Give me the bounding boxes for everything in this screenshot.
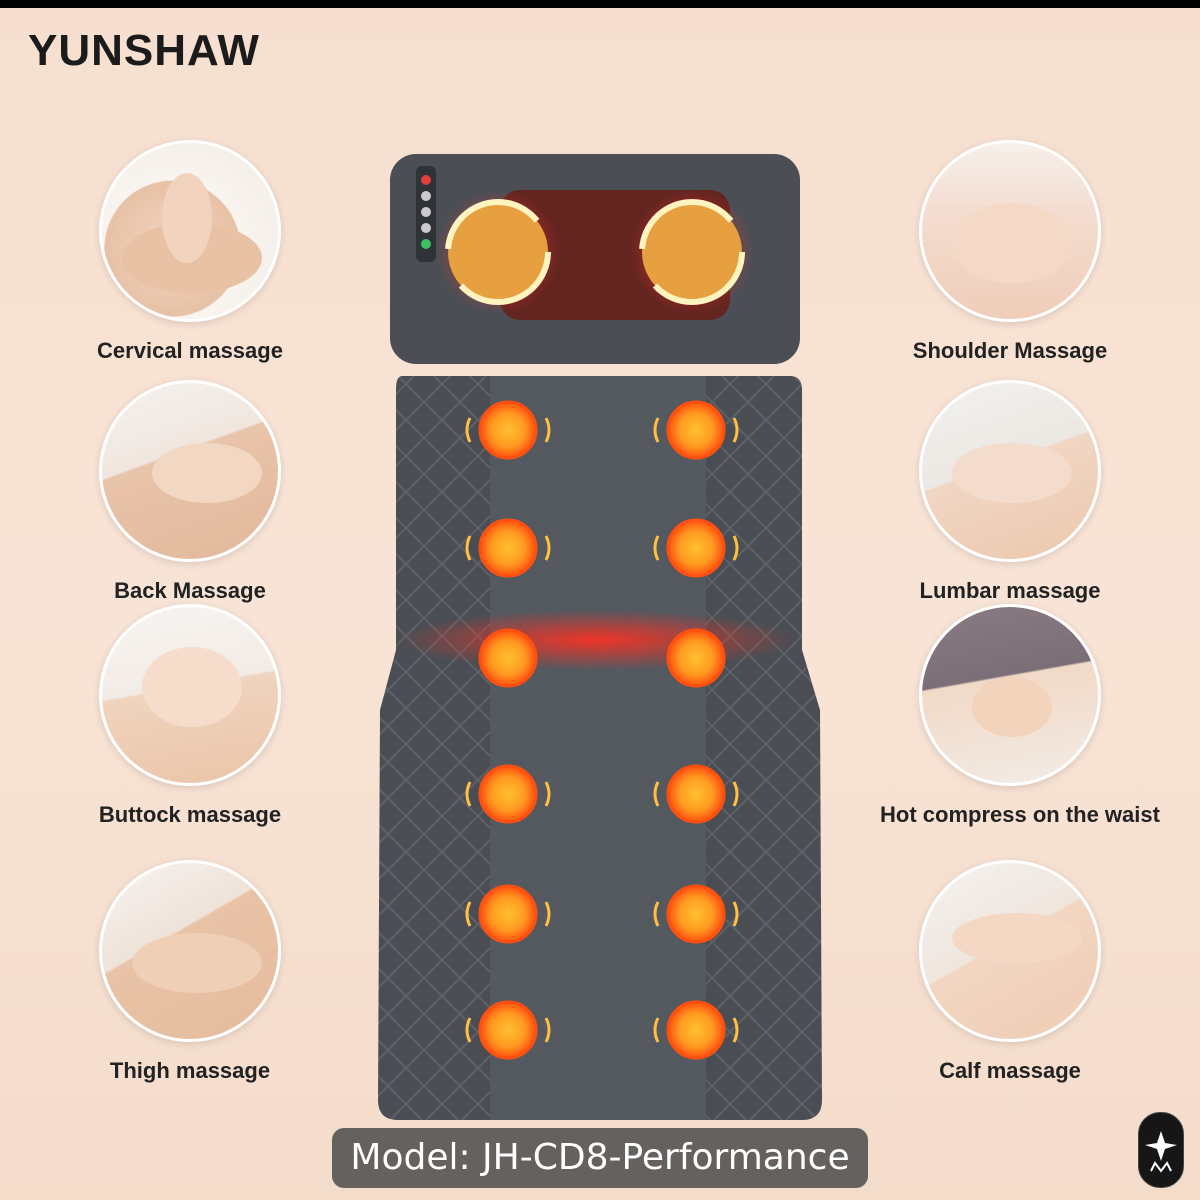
feature-buttock: Buttock massage: [60, 604, 320, 828]
brand-logo: YUNSHAW: [28, 26, 260, 75]
thigh-photo: [99, 860, 281, 1042]
right-roller: [642, 202, 742, 302]
feature-label: Buttock massage: [98, 802, 282, 827]
feature-lumbar: Lumbar massage: [880, 380, 1140, 604]
back-photo: [99, 380, 281, 562]
hot-compress-photo: [919, 604, 1101, 786]
vibration-nodes: [478, 400, 726, 1060]
feature-label: Thigh massage: [109, 1058, 271, 1083]
left-roller: [448, 202, 548, 302]
massage-mat: [370, 150, 830, 1130]
calf-photo: [919, 860, 1101, 1042]
feature-label: Back Massage: [114, 578, 266, 603]
feature-label: Shoulder Massage: [912, 338, 1108, 363]
lumbar-photo: [919, 380, 1101, 562]
top-bar: [0, 0, 1200, 8]
feature-thigh: Thigh massage: [60, 860, 320, 1084]
buttock-photo: [99, 604, 281, 786]
heat-strip: [396, 610, 796, 670]
feature-back: Back Massage: [60, 380, 320, 604]
feature-label: Hot compress on the waist: [880, 802, 1160, 827]
watermark-logo-icon: [1138, 1112, 1184, 1188]
cervical-photo: [99, 140, 281, 322]
feature-cervical: Cervical massage: [60, 140, 320, 364]
feature-label: Lumbar massage: [919, 578, 1101, 603]
feature-shoulder: Shoulder Massage: [880, 140, 1140, 364]
feature-label: Cervical massage: [97, 338, 283, 363]
shoulder-photo: [919, 140, 1101, 322]
feature-hot-compress: Hot compress on the waist: [880, 604, 1160, 828]
model-label: Model: JH-CD8-Performance: [332, 1128, 868, 1188]
feature-label: Calf massage: [939, 1058, 1081, 1083]
feature-calf: Calf massage: [880, 860, 1140, 1084]
